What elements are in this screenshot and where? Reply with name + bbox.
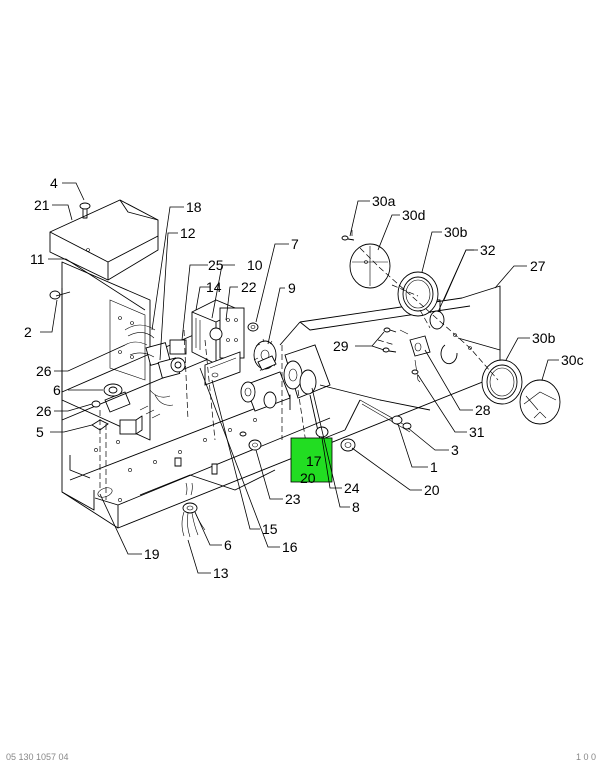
screw-4 xyxy=(79,202,91,219)
screw-30a xyxy=(341,235,355,241)
document-code: 05 130 1057 04 xyxy=(6,752,69,762)
transformer xyxy=(191,299,245,365)
callout-2: 2 xyxy=(24,324,32,340)
screw-29 xyxy=(382,327,397,353)
leader-lines xyxy=(40,182,559,574)
callout-23: 23 xyxy=(285,491,301,507)
callout-27: 27 xyxy=(530,258,546,274)
screw-2 xyxy=(49,290,71,300)
highlight-label-17: 17 xyxy=(306,453,322,469)
callout-10: 10 xyxy=(247,257,263,273)
grommet-6 xyxy=(103,383,123,397)
lens-30c xyxy=(519,379,561,425)
callout-11: 11 xyxy=(30,251,45,267)
bezel-30b-top xyxy=(397,271,439,317)
bracket xyxy=(204,351,241,386)
callout-32: 32 xyxy=(480,242,496,258)
callout-19: 19 xyxy=(144,546,160,562)
callout-24: 24 xyxy=(344,480,360,496)
callout-4: 4 xyxy=(50,175,58,191)
callout-26a: 26 xyxy=(36,363,52,379)
callout-22: 22 xyxy=(241,279,257,295)
page-marker: 1 0 0 xyxy=(576,752,597,762)
callout-3: 3 xyxy=(451,442,459,458)
callout-5: 5 xyxy=(36,424,44,440)
callout-1: 1 xyxy=(430,459,438,475)
base-posts xyxy=(174,431,247,475)
callout-28: 28 xyxy=(475,402,491,418)
callout-30c: 30c xyxy=(561,352,584,368)
callout-6a: 6 xyxy=(53,382,61,398)
hidden-lines xyxy=(99,230,499,500)
callout-21: 21 xyxy=(34,197,50,213)
highlight-label-20: 20 xyxy=(300,470,316,486)
cable-13 xyxy=(181,482,206,538)
callout-25: 25 xyxy=(208,257,224,273)
roller-assembly xyxy=(240,344,331,412)
callout-6b: 6 xyxy=(224,537,232,553)
nut-7 xyxy=(247,322,259,332)
lens-30d xyxy=(349,243,391,289)
nut-26b xyxy=(91,400,101,408)
callout-14: 14 xyxy=(206,279,222,295)
callout-9: 9 xyxy=(288,280,296,296)
callout-29: 29 xyxy=(333,338,349,354)
callout-labels: 4 21 18 12 11 25 10 7 14 22 9 2 26 6 26 … xyxy=(24,175,584,581)
top-cover xyxy=(49,199,159,281)
callout-16: 16 xyxy=(282,539,298,555)
callout-18: 18 xyxy=(186,199,202,215)
callout-13: 13 xyxy=(213,565,229,581)
rear-panel xyxy=(61,261,151,441)
shaft xyxy=(315,399,412,452)
callout-8: 8 xyxy=(352,499,360,515)
callout-12: 12 xyxy=(180,225,196,241)
callout-31: 31 xyxy=(469,424,485,440)
callout-30b-top: 30b xyxy=(444,224,468,240)
connector-cluster xyxy=(104,324,187,435)
callout-20: 20 xyxy=(424,482,440,498)
callout-30d: 30d xyxy=(402,207,425,223)
cam-gear-9 xyxy=(253,338,277,372)
callout-15: 15 xyxy=(262,521,278,537)
bezel-30b-right xyxy=(481,359,523,405)
callout-7: 7 xyxy=(291,236,299,252)
side-rail-27 xyxy=(279,285,501,441)
callout-30a: 30a xyxy=(372,193,396,209)
bushing-23 xyxy=(248,439,262,451)
callout-30b-right: 30b xyxy=(532,330,556,346)
callout-26b: 26 xyxy=(36,403,52,419)
